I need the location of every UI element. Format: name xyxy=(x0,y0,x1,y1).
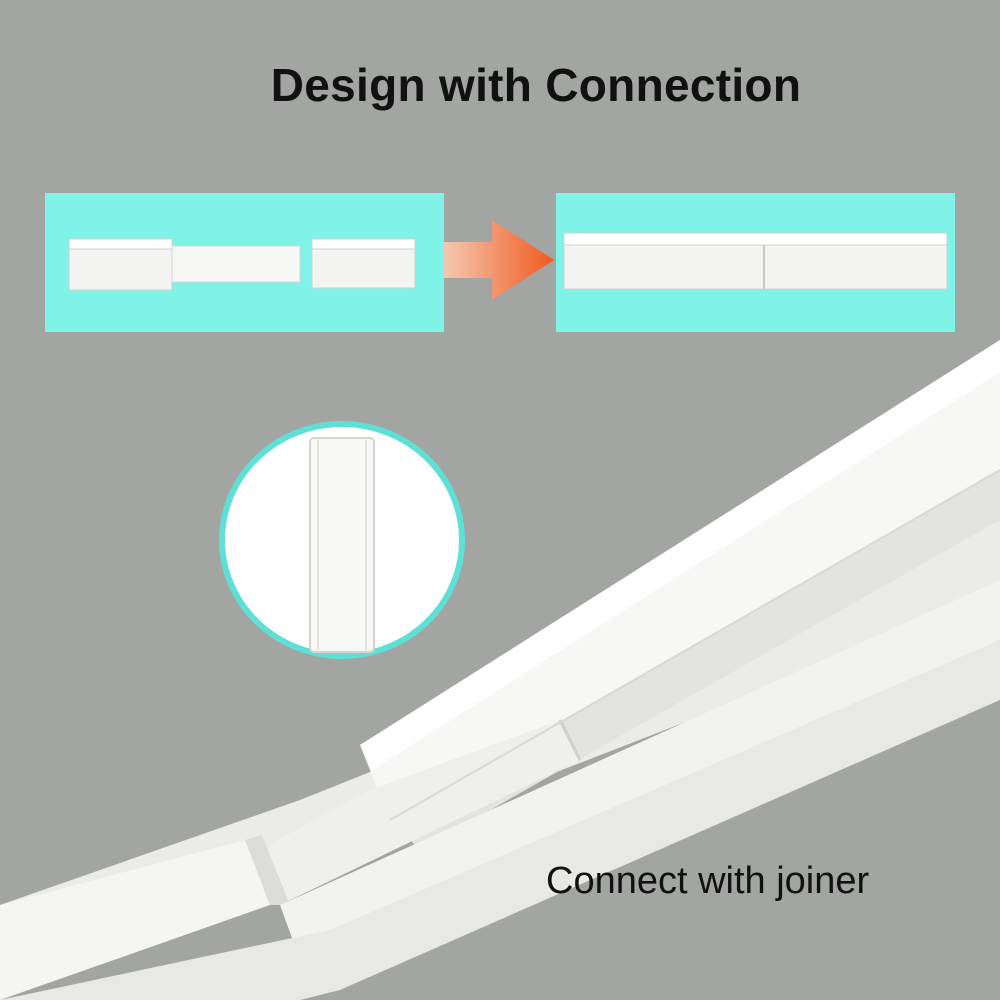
connected-duct-illustration xyxy=(563,232,948,290)
right-arrow-icon xyxy=(444,220,556,300)
joiner-magnifier xyxy=(218,420,466,660)
duct-edge-line xyxy=(389,469,1000,821)
duct-section-upper-top xyxy=(360,340,1000,770)
after-connection-panel xyxy=(556,193,955,332)
right-duct-lip xyxy=(311,238,416,250)
page-title: Design with Connection xyxy=(270,59,802,111)
duct-section-lower-edge xyxy=(245,835,290,905)
left-duct-lip xyxy=(68,238,173,250)
duct-section-lower xyxy=(0,840,270,1000)
caption-text: Connect with joiner xyxy=(546,860,870,902)
separated-ducts-illustration xyxy=(68,238,416,291)
duct-lower-right-rail xyxy=(280,580,1000,960)
joiner-closeup xyxy=(309,437,375,653)
duct-seam xyxy=(558,719,582,761)
connected-duct-lip xyxy=(563,232,948,246)
joiner-piece-small xyxy=(171,245,301,283)
before-connection-panel xyxy=(45,193,444,332)
joiner-piece xyxy=(250,720,580,905)
